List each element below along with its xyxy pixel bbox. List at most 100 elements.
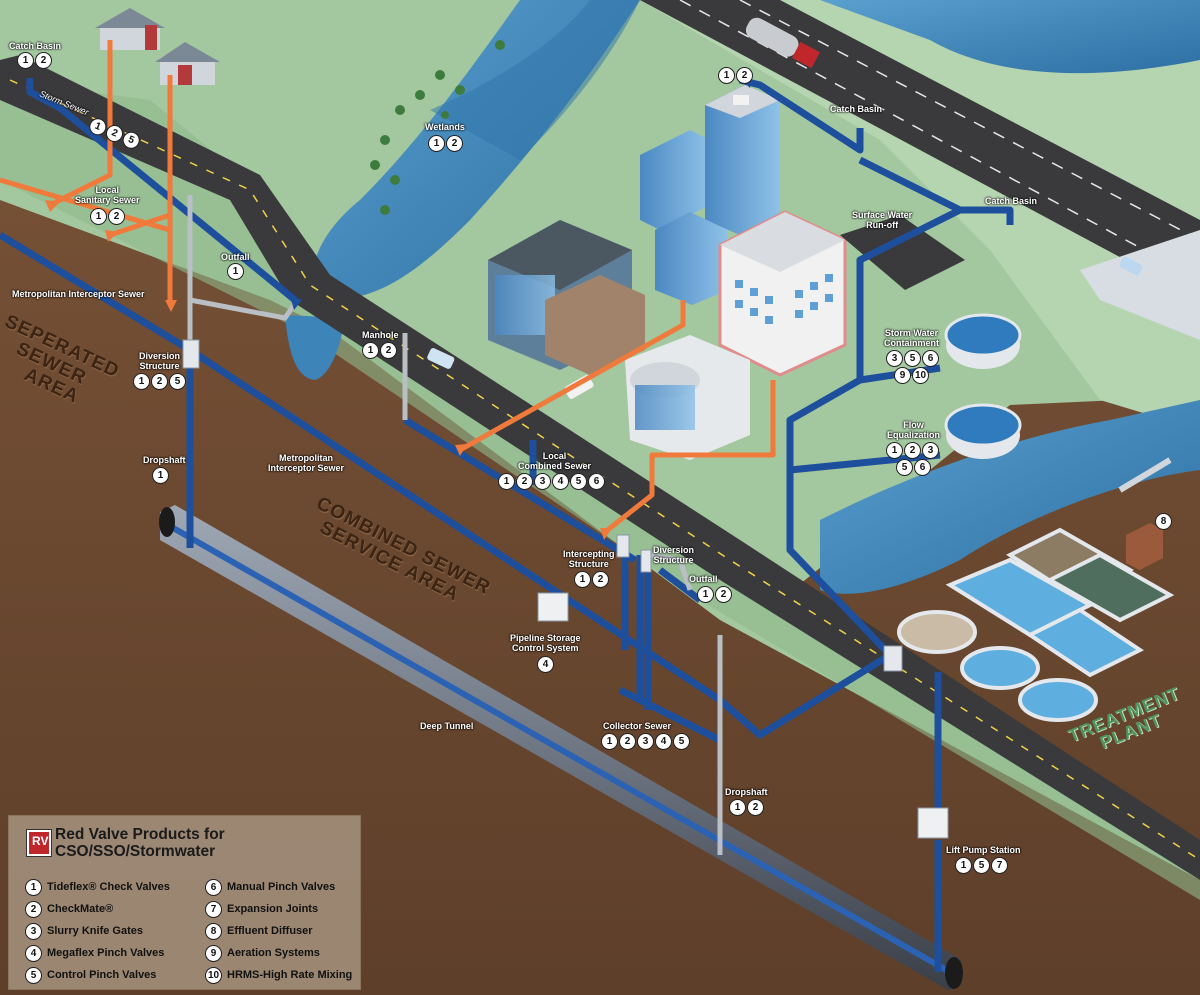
pipeline-storage-label: Pipeline Storage Control System	[510, 633, 581, 654]
product-number: 9	[894, 367, 911, 384]
product-number: 3	[637, 733, 654, 750]
product-number: 5	[904, 350, 921, 367]
catch-basin-top-numbers: 1 2	[718, 67, 753, 84]
river-lower	[820, 400, 1200, 594]
product-number: 3	[25, 922, 42, 940]
product-number: 2	[904, 442, 921, 459]
product-number: 3	[922, 442, 939, 459]
label-line: Control System	[512, 643, 579, 654]
product-number: 1	[697, 586, 714, 603]
dropshaft-left-label: Dropshaft	[143, 455, 186, 465]
product-number: 1	[729, 799, 746, 816]
catch-basin-top-label: Catch Basin	[830, 104, 883, 114]
product-number: 7	[205, 900, 222, 918]
label-line: Structure	[568, 559, 609, 570]
product-number: 1	[133, 373, 150, 390]
flow-equalization-numbers-b: 5 6	[896, 459, 931, 476]
legend-title-line: Red Valve Products for	[55, 826, 225, 843]
label-line: Intercepting	[563, 549, 615, 559]
local-combined-sewer-label: Local Combined Sewer	[518, 451, 591, 472]
label-line: Metropolitan	[279, 453, 334, 463]
product-number: 5	[896, 459, 913, 476]
product-number: 1	[955, 857, 972, 874]
catch-basin-left-label: Catch Basin	[9, 41, 62, 51]
collector-sewer-numbers: 1 2 3 4 5	[601, 733, 690, 750]
product-number: 2	[25, 900, 42, 918]
manhole-label: Manhole	[362, 330, 399, 340]
label-line: Containment	[884, 338, 939, 349]
product-number: 7	[991, 857, 1008, 874]
treatment-plant	[897, 457, 1175, 722]
catch-basin-left-numbers: 1 2	[17, 52, 52, 69]
river-top	[820, 0, 1200, 74]
label-line: Pipeline Storage	[510, 633, 581, 643]
product-number: 2	[380, 342, 397, 359]
legend-item-label: Tideflex® Check Valves	[47, 881, 170, 893]
product-number: 2	[516, 473, 533, 490]
deep-tunnel	[159, 505, 963, 990]
label-line: Diversion	[653, 545, 695, 555]
wetland-plants	[370, 40, 505, 215]
red-valve-logo: RV	[27, 830, 51, 856]
outfall-right-label: Outfall	[689, 574, 718, 584]
manhole-numbers: 1 2	[362, 342, 397, 359]
product-number: 1	[574, 571, 591, 588]
product-number: 2	[446, 135, 463, 152]
highway-upper	[640, 0, 1200, 300]
dropshaft-pipes	[187, 195, 723, 855]
product-number: 4	[25, 944, 42, 962]
storm-water-containment-numbers-a: 3 5 6	[886, 350, 939, 367]
legend-item-label: Manual Pinch Valves	[227, 881, 336, 893]
tanker-truck	[745, 17, 820, 69]
intercepting-structure-numbers: 1 2	[574, 571, 609, 588]
surface-water-runoff-label: Surface Water Run-off	[852, 210, 912, 231]
product-number: 8	[1155, 513, 1172, 530]
product-number: 5	[25, 966, 42, 984]
legend-item-label: Expansion Joints	[227, 903, 319, 915]
deep-tunnel-label: Deep Tunnel	[420, 721, 474, 731]
metropolitan-interceptor-mid-label: Metropolitan Interceptor Sewer	[268, 453, 344, 474]
road-lower	[0, 55, 1200, 880]
product-number: 1	[886, 442, 903, 459]
houses	[95, 8, 220, 85]
legend-item-label: Control Pinch Valves	[47, 969, 157, 981]
product-number: 1	[362, 342, 379, 359]
product-number: 10	[912, 367, 929, 384]
product-number: 2	[151, 373, 168, 390]
product-number: 3	[534, 473, 551, 490]
legend-item-label: HRMS-High Rate Mixing	[227, 969, 353, 981]
lift-pump-station-label: Lift Pump Station	[946, 845, 1021, 855]
diversion-structure-right-label: Diversion Structure	[653, 545, 694, 566]
product-number: 1	[718, 67, 735, 84]
product-number: 1	[152, 467, 169, 484]
label-line: Structure	[653, 555, 694, 566]
label-line: Diversion	[139, 351, 181, 361]
wetlands-numbers: 1 2	[428, 135, 463, 152]
parking-lot	[840, 215, 965, 290]
label-line: Surface Water	[852, 210, 913, 220]
product-number: 9	[205, 944, 222, 962]
wetlands-label: Wetlands	[425, 122, 465, 132]
label-line: Sanitary Sewer	[75, 195, 140, 206]
product-number: 1	[601, 733, 618, 750]
product-number: 2	[747, 799, 764, 816]
flow-equalization-numbers-a: 1 2 3	[886, 442, 939, 459]
outfall-pond	[285, 315, 345, 380]
product-number: 6	[588, 473, 605, 490]
legend-title-line: CSO/SSO/Stormwater	[55, 843, 216, 861]
label-line: Equalization	[887, 430, 941, 441]
legend-item-label: Effluent Diffuser	[227, 925, 313, 937]
product-number: 2	[592, 571, 609, 588]
dropshaft-right-label: Dropshaft	[725, 787, 768, 797]
legend-item-label: Slurry Knife Gates	[47, 925, 143, 937]
buildings	[488, 85, 847, 460]
